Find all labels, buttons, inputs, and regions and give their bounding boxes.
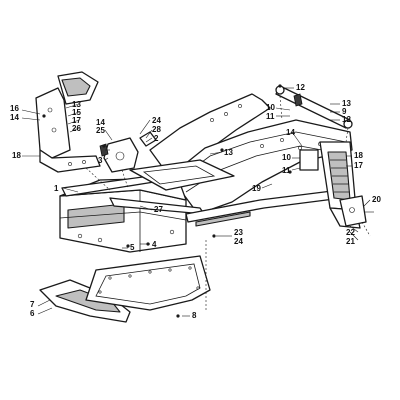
callout-label: 12 (342, 115, 351, 124)
callout-label: 21 (346, 237, 355, 246)
callout-label: 1 (54, 184, 59, 193)
callout-label: 4 (152, 240, 157, 249)
callout-label: 10 (282, 153, 291, 162)
callout-label: 11 (266, 112, 275, 121)
callout-label: 14 (10, 113, 19, 122)
callout-label: 13 (342, 99, 351, 108)
callout-label: 13 (72, 100, 81, 109)
callout-label: 27 (154, 205, 163, 214)
callout-label: 9 (342, 107, 347, 116)
callout-label: 26 (72, 124, 81, 133)
upper-shock-shaft (275, 85, 353, 129)
callout-label: 8 (192, 311, 197, 320)
leader-lines (21, 87, 371, 317)
callout-label: 28 (152, 125, 161, 134)
skid-plate (39, 279, 131, 323)
callout-label: 15 (72, 108, 81, 117)
belly-pan (85, 255, 211, 311)
callout-label: 13 (224, 148, 233, 157)
callout-label: 6 (30, 309, 35, 318)
callout-label: 22 (346, 228, 355, 237)
callout-label: 24 (234, 237, 243, 246)
left-support-bracket (35, 71, 101, 173)
callout-label: 5 (130, 243, 135, 252)
callout-label: 3 (98, 156, 103, 165)
callout-label: 16 (10, 104, 19, 113)
callout-label: 14 (286, 128, 295, 137)
callout-label: 10 (266, 103, 275, 112)
callout-label: 25 (96, 126, 105, 135)
callout-label: 19 (252, 184, 261, 193)
chassis-frame (59, 93, 353, 253)
rear-hitch-bracket (339, 195, 374, 227)
callout-label: 18 (354, 151, 363, 160)
callout-label: 7 (30, 300, 35, 309)
hardware-fasteners (42, 84, 292, 318)
callout-label: 18 (12, 151, 21, 160)
steering-post-housing (99, 131, 157, 173)
callout-label: 12 (296, 83, 305, 92)
callout-label: 17 (354, 161, 363, 170)
callout-label: 14 (96, 118, 105, 127)
callout-label: 24 (152, 116, 161, 125)
callout-label: 2 (154, 134, 159, 143)
callout-label: 17 (72, 116, 81, 125)
callout-label: 11 (282, 166, 291, 175)
callout-label: 20 (372, 195, 381, 204)
callout-label: 23 (234, 228, 243, 237)
